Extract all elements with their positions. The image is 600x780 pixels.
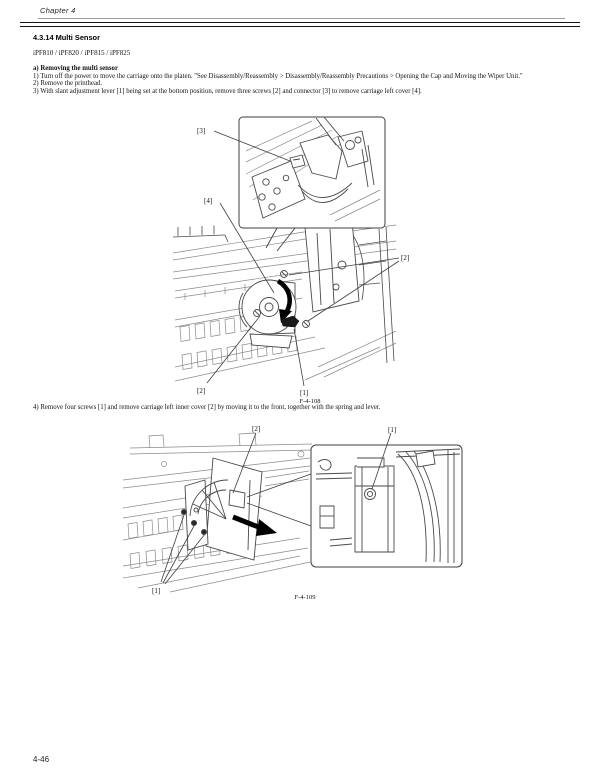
fig2-label-screws: [1] xyxy=(152,587,160,595)
fig1-slant-lever xyxy=(280,315,300,328)
fig1-label-slant-adjustment-lever: [1] xyxy=(300,389,308,397)
header-double-rule xyxy=(20,22,580,27)
fig2-label-screw-closeup: [1] xyxy=(388,426,396,434)
fig1-leader-lines xyxy=(206,130,400,387)
page-number: 4-46 xyxy=(33,755,50,764)
fig1-label-carriage-left-cover: [4] xyxy=(204,197,212,205)
header-underline xyxy=(38,18,565,19)
figure-f4-109: [2] [1] [1] F-4-109 xyxy=(122,425,463,601)
procedure-steps: 1) Turn off the power to move the carria… xyxy=(33,73,570,96)
model-list: iPF810 / iPF820 / iPF815 / iPF825 xyxy=(33,49,131,57)
fig1-inset-box xyxy=(238,116,386,252)
step-2: 2) Remove the printhead. xyxy=(33,80,103,88)
fig2-leader-lines xyxy=(160,432,392,585)
step-3: 3) With slant adjustment lever [1] being… xyxy=(33,87,422,95)
step-4: 4) Remove four screws [1] and remove car… xyxy=(33,404,381,411)
fig2-inset-box xyxy=(310,444,463,568)
fig2-magnifier-wedge xyxy=(246,473,312,527)
fig2-pull-arrow xyxy=(232,514,277,536)
fig2-label-inner-cover: [2] xyxy=(252,425,260,433)
fig1-caption: F-4-108 xyxy=(300,398,321,405)
fig2-caption: F-4-109 xyxy=(295,594,316,601)
step-1: 1) Turn off the power to move the carria… xyxy=(33,72,523,80)
fig1-inset-tail xyxy=(265,227,296,252)
fig2-inner-cover xyxy=(180,457,263,561)
figure-f4-108: [3] [4] [2] [2] [1] F-4-108 xyxy=(172,116,409,405)
fig1-label-screws-right: [2] xyxy=(401,254,409,262)
chapter-header: Chapter 4 xyxy=(40,6,76,15)
subsection-title: a) Removing the multi sensor xyxy=(33,65,118,72)
section-title: 4.3.14 Multi Sensor xyxy=(33,33,100,42)
fig1-label-screw-left: [2] xyxy=(197,387,205,395)
fig1-label-connector: [3] xyxy=(197,127,205,135)
